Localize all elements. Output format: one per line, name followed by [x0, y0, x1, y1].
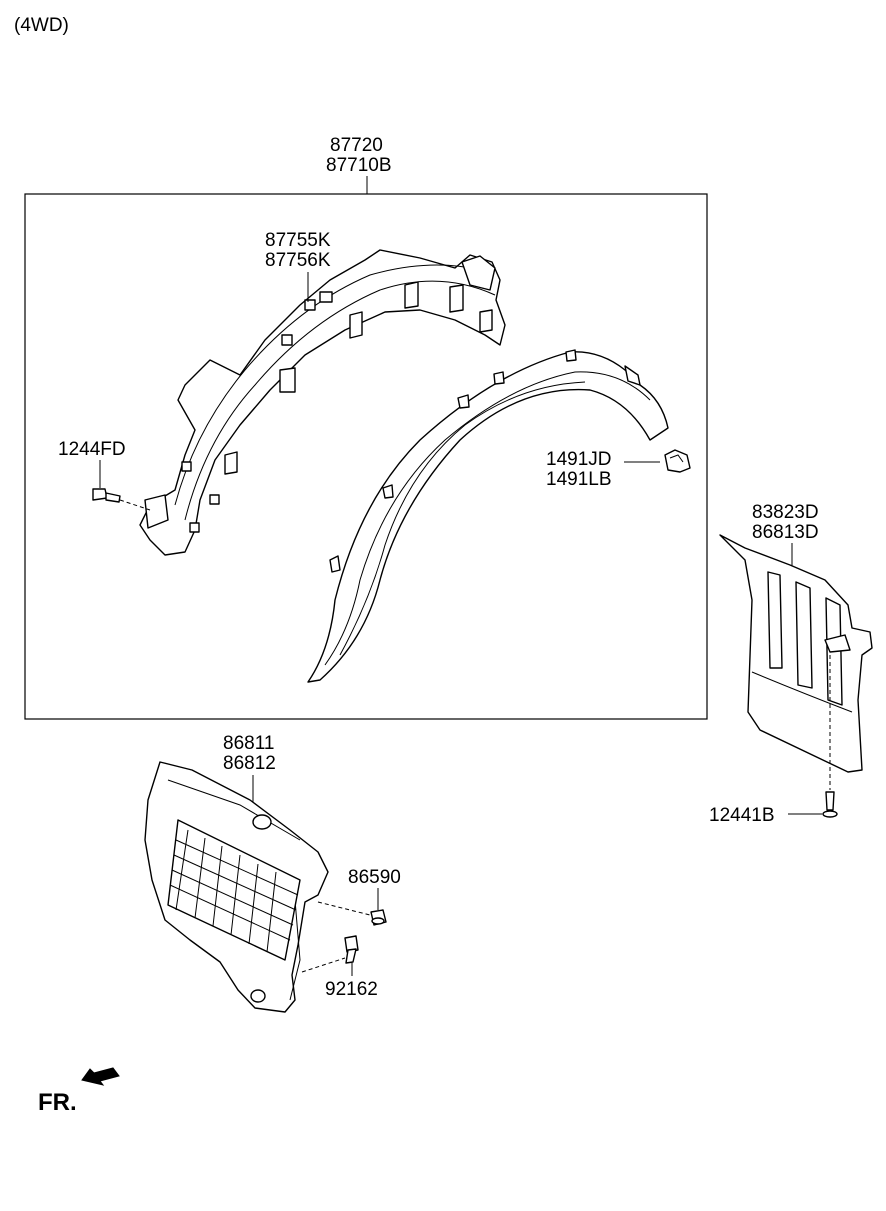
bolt-inner-icon [344, 935, 359, 964]
nut-icon [370, 909, 387, 926]
bolt-front-number: 1244FD [58, 439, 126, 460]
clip-icon [664, 449, 691, 473]
bracket-number-1: 87755K [265, 230, 331, 251]
inner-cover [144, 761, 329, 1013]
mud-guard-number-1: 83823D [752, 502, 819, 523]
clip-number-2: 1491LB [546, 469, 612, 490]
front-arrow-icon [81, 1067, 120, 1086]
nut-number: 86590 [348, 867, 401, 888]
mud-guard [719, 534, 873, 773]
inner-cover-number-1: 86811 [223, 733, 274, 754]
nut-path [317, 901, 371, 916]
inner-cover-number-2: 86812 [223, 753, 276, 774]
mud-guard-number-2: 86813D [752, 522, 819, 543]
assembly-number-1: 87720 [330, 135, 383, 156]
assembly-frame [24, 193, 708, 720]
bracket-number-2: 87756K [265, 250, 331, 271]
variant-label: (4WD) [14, 15, 69, 36]
screw-icon [822, 791, 838, 818]
wheel-guard-bracket [139, 249, 506, 556]
assembly-number-2: 87710B [326, 155, 392, 176]
screw-mud-guard-number: 12441B [709, 805, 775, 826]
bolt-front-icon [92, 488, 151, 511]
wheel-guard-liner [307, 349, 669, 683]
clip-number-1: 1491JD [546, 449, 612, 470]
bolt-inner-number: 92162 [325, 979, 378, 1000]
direction-label: FR. [38, 1089, 77, 1116]
bolt-inner-path [301, 957, 346, 973]
